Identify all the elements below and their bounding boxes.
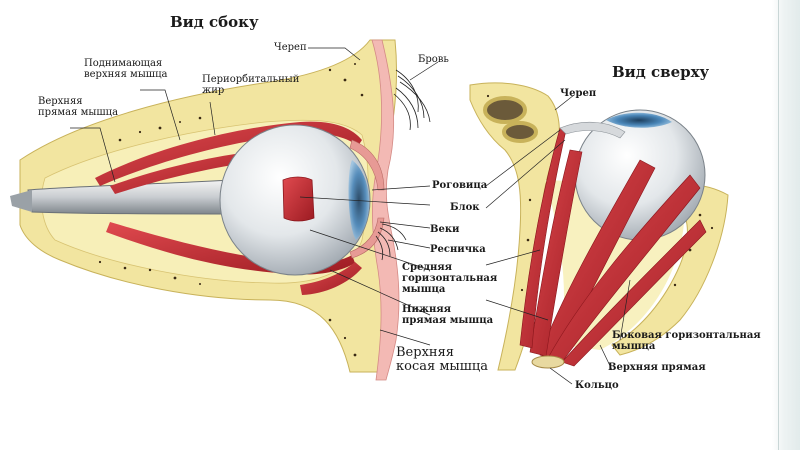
top-sinus-2 [504, 123, 536, 141]
label-medial-rectus: Средняя горизонтальная мышца [402, 262, 497, 295]
side-medial-rectus [283, 177, 314, 221]
side-view-title: Вид сбоку [170, 14, 259, 30]
top-sinus-1 [485, 98, 525, 122]
label-skull-side: Череп [274, 42, 307, 53]
label-superior-oblique: Верхняя косая мышца [396, 346, 488, 374]
label-inferior-rectus: Нижняя прямая мышца [402, 304, 493, 326]
label-cornea: Роговица [432, 180, 487, 191]
label-periorbital-fat: Периорбитальный жир [202, 74, 299, 96]
top-view [470, 83, 728, 370]
top-annulus-ring [532, 356, 564, 368]
label-levator: Поднимающая верхняя мышца [84, 58, 167, 80]
label-eyelash: Ресничка [430, 244, 486, 255]
slide-right-border [772, 0, 800, 450]
label-top-superior-rectus: Верхняя прямая [608, 362, 706, 373]
label-eyebrow: Бровь [418, 54, 449, 65]
label-eyelids: Веки [430, 224, 459, 235]
side-nerve-tip [10, 190, 32, 212]
label-ring: Кольцо [575, 380, 619, 391]
label-trochlea: Блок [450, 202, 480, 213]
top-view-title: Вид сверху [612, 64, 709, 80]
label-superior-rectus: Верхняя прямая мышца [38, 96, 118, 118]
label-lateral-rectus: Боковая горизонтальная мышца [612, 330, 761, 352]
label-skull-top: Череп [560, 88, 596, 99]
